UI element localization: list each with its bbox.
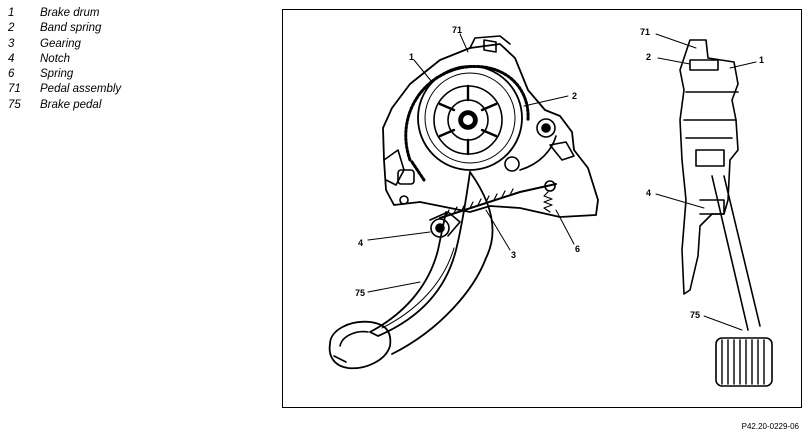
legend-label: Gearing — [40, 37, 81, 50]
legend-item-1: 1 Brake drum — [8, 6, 121, 21]
brake-pedal-pad — [328, 320, 392, 370]
callout-left-4: 4 — [358, 238, 363, 248]
callout-left-2: 2 — [572, 91, 577, 101]
callout-right-71: 71 — [640, 27, 650, 37]
legend-number: 4 — [8, 52, 15, 65]
legend-item-4: 4 Notch — [8, 52, 121, 67]
legend-item-71: 71 Pedal assembly — [8, 82, 121, 97]
callout-right-2: 2 — [646, 52, 651, 62]
legend-number: 6 — [8, 68, 15, 81]
callout-right-75: 75 — [690, 310, 700, 320]
legend-label: Band spring — [40, 22, 102, 35]
pedal-pad-side — [715, 337, 773, 387]
diagram-frame — [282, 9, 802, 408]
pedal-assembly-side — [679, 39, 739, 295]
legend-label: Notch — [40, 52, 71, 65]
legend-number: 1 — [8, 7, 15, 19]
legend-number: 75 — [8, 98, 21, 111]
return-spring — [543, 191, 553, 213]
callout-left-1: 1 — [409, 52, 414, 62]
callout-right-4: 4 — [646, 188, 651, 198]
legend-item-2: 2 Band spring — [8, 21, 121, 36]
legend-label: Spring — [40, 68, 74, 81]
callout-left-6: 6 — [575, 244, 580, 254]
callout-left-3: 3 — [511, 250, 516, 260]
callout-right-1: 1 — [759, 55, 764, 65]
parts-legend: 1 Brake drum 2 Band spring 3 Gearing 4 Notch… — [8, 6, 121, 113]
band-spring — [404, 65, 530, 162]
brake-pedal-arm — [369, 171, 471, 337]
figure-reference: P42.20-0229-06 — [741, 422, 799, 431]
callout-left-71: 71 — [452, 25, 462, 35]
callout-left-75: 75 — [355, 288, 365, 298]
legend-label: Brake pedal — [40, 98, 102, 111]
legend-item-6: 6 Spring — [8, 67, 121, 82]
legend-label: Brake drum — [40, 7, 100, 19]
legend-number: 3 — [8, 37, 15, 50]
legend-item-3: 3 Gearing — [8, 37, 121, 52]
legend-number: 2 — [8, 22, 15, 35]
gearing-sector — [439, 183, 557, 219]
legend-number: 71 — [8, 83, 21, 96]
legend-item-75: 75 Brake pedal — [8, 98, 121, 113]
legend-label: Pedal assembly — [40, 83, 122, 96]
